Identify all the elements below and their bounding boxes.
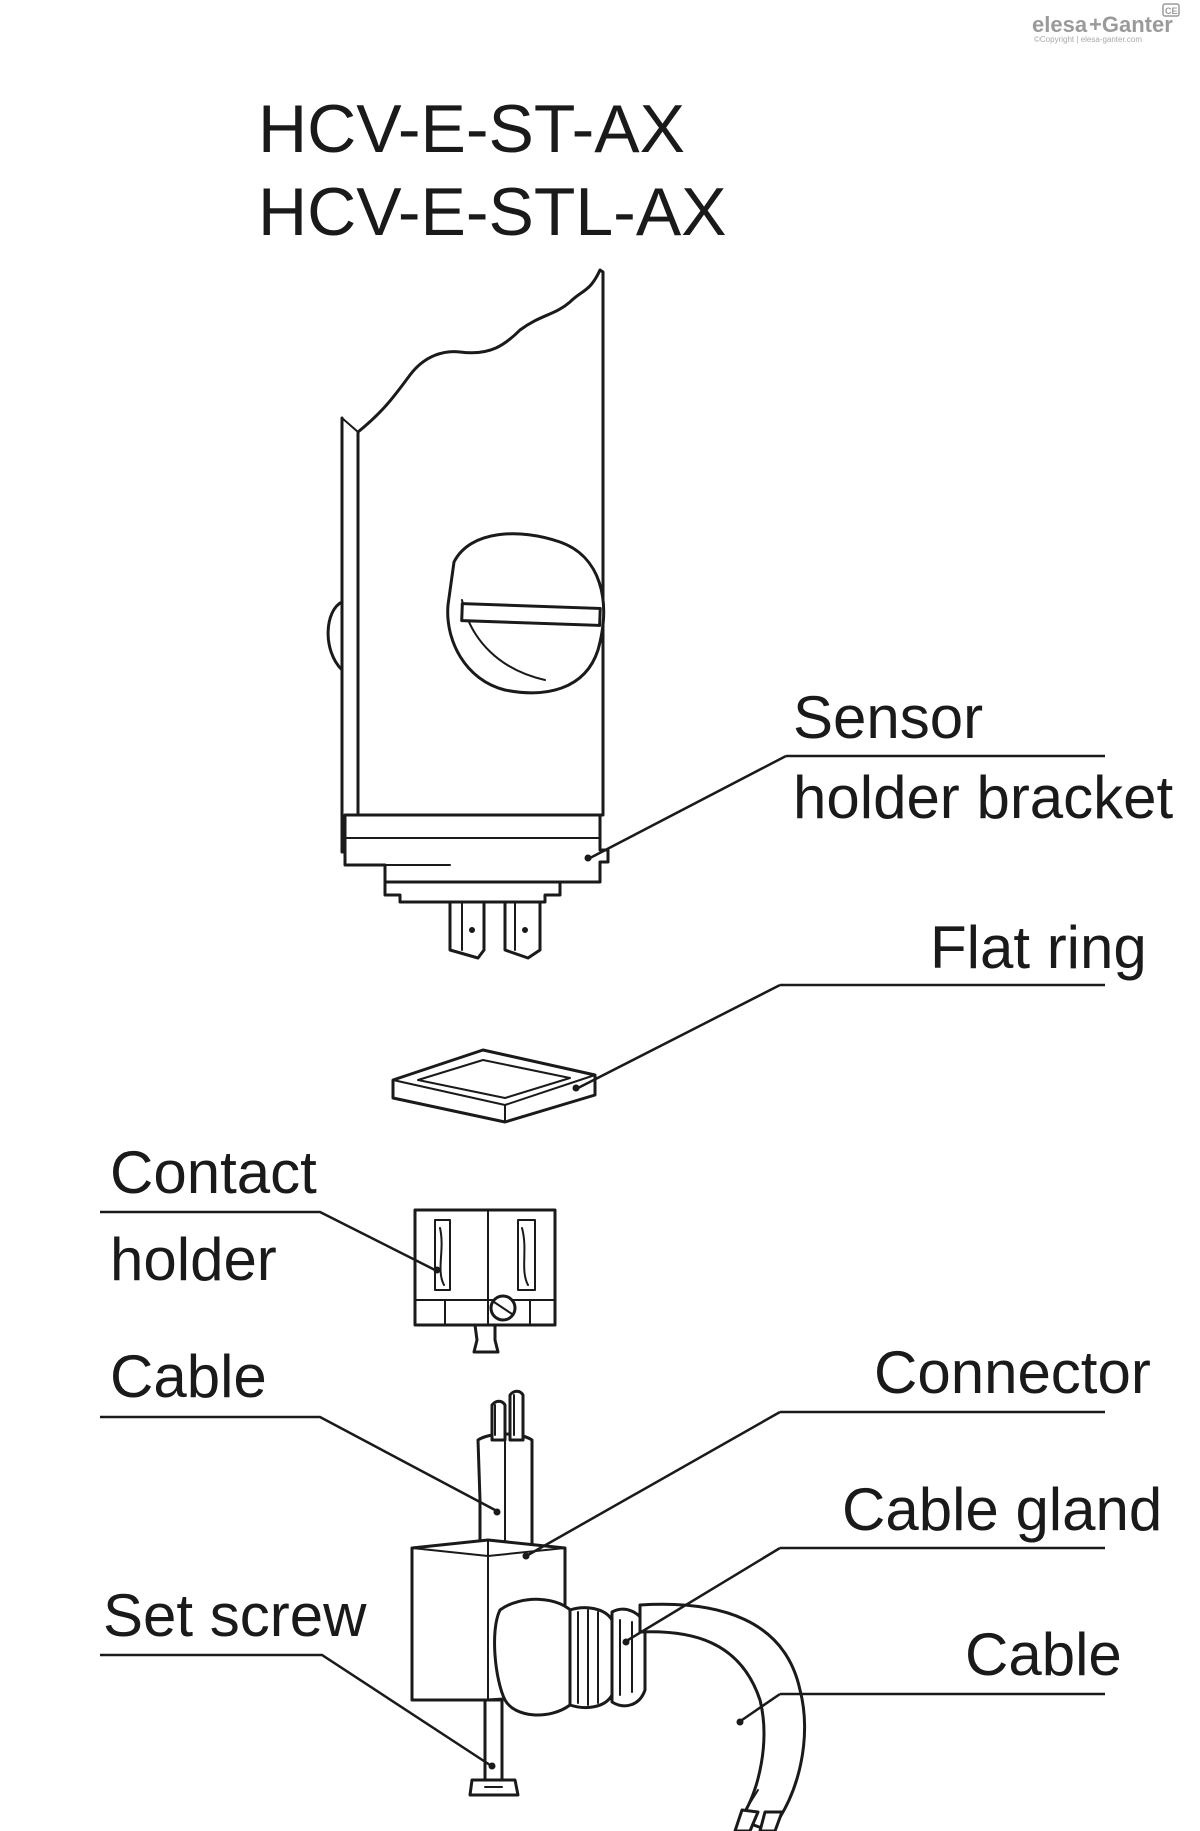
leader-cable-gland: [627, 1546, 781, 1642]
label-contact-line1: Contact: [110, 1139, 317, 1206]
leader-sensor: [589, 754, 787, 860]
leader-lines: [100, 754, 1105, 1770]
leader-set-screw: [100, 1653, 491, 1767]
label-connector: Connector: [874, 1339, 1151, 1406]
leader-connector: [527, 1410, 781, 1557]
ce-mark: CE: [1165, 6, 1178, 16]
sensor-holder-bracket-part: [326, 268, 610, 960]
label-cable-top: Cable: [110, 1343, 267, 1410]
label-sensor-line1: Sensor: [793, 684, 983, 751]
label-sensor-line2: holder bracket: [793, 764, 1174, 831]
leader-contact-holder: [100, 1210, 436, 1272]
brand-logo-text-ganter: +Ganter: [1089, 12, 1173, 37]
label-set-screw: Set screw: [103, 1582, 367, 1649]
connector-part: [410, 1389, 807, 1831]
label-cable-bottom: Cable: [965, 1621, 1122, 1688]
brand-copyright: ©Copyright | elesa-ganter.com: [1034, 35, 1142, 44]
model-title-1: HCV-E-ST-AX: [258, 91, 685, 167]
leader-cable-top: [100, 1415, 496, 1512]
label-cable-gland: Cable gland: [842, 1476, 1162, 1543]
leader-cable-bottom: [741, 1692, 781, 1722]
label-flat-ring: Flat ring: [930, 914, 1147, 981]
brand-logo: elesa +Ganter ©Copyright | elesa-ganter.…: [1032, 3, 1180, 44]
flat-ring-part: [391, 1048, 597, 1124]
label-contact-line2: holder: [110, 1226, 277, 1293]
contact-holder-part: [413, 1208, 557, 1354]
leader-flat-ring: [577, 983, 781, 1090]
model-title-2: HCV-E-STL-AX: [258, 174, 727, 250]
brand-logo-text-elesa: elesa: [1032, 12, 1088, 37]
ce-mark-box: [1162, 3, 1180, 17]
